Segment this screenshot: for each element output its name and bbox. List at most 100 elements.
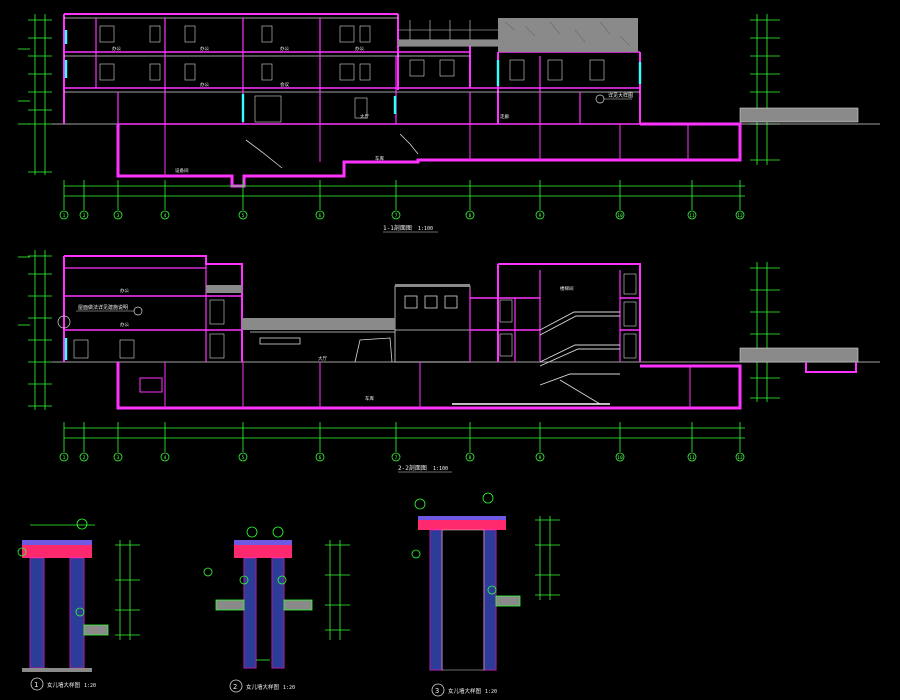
detail-1-scale: 1:20 (84, 683, 96, 689)
section-b-callout-text: 屋面做法详见建施说明 (78, 304, 128, 311)
detail-3-title: 女儿墙大样图 (448, 687, 482, 695)
section-a-basement-stair (245, 139, 283, 169)
section-a-callout-text: 详见大样图 (608, 92, 633, 99)
section-b-axis-label: 2 (83, 455, 86, 461)
section-b-axis-bubble (315, 452, 325, 462)
section-a-callout: 详见大样图 (595, 92, 633, 104)
section-a-axis-label: 9 (539, 213, 542, 219)
section-a-annex (739, 107, 859, 123)
section-b-roof-strip (206, 285, 242, 293)
section-a-room-label: 办公 (200, 81, 209, 88)
section-b-axis-bubble (160, 452, 170, 462)
section-a-axis-bubble (238, 210, 248, 220)
section-a-axis-bubble (79, 210, 89, 220)
section-a-room-label: 走廊 (500, 113, 509, 120)
section-a-basement-columns (164, 124, 689, 176)
section-b-mid-roof (395, 284, 470, 287)
section-b-axis-label: 3 (117, 455, 120, 461)
section-a-room-label: 大厅 (360, 113, 369, 120)
section-a-room-label: 办公 (112, 45, 121, 52)
section-a-axis-bubble (615, 210, 625, 220)
section-a-scale: 1:100 (418, 226, 433, 232)
section-b-right-block (469, 263, 641, 362)
section-a-roof-hatch-pattern (504, 21, 631, 47)
section-a-axis-label: 11 (689, 213, 695, 219)
section-b-room-label: 车库 (365, 395, 374, 402)
section-a-room-label: 办公 (200, 45, 209, 52)
section-b-axis-bubble (113, 452, 123, 462)
section-b-axis-bubble (535, 452, 545, 462)
section-a-axis-bubble (160, 210, 170, 220)
section-b-annex (739, 347, 859, 363)
section-a-room-label: 设备间 (175, 167, 189, 174)
section-b-room-label: 楼梯间 (560, 285, 574, 292)
section-a-basement-ramp (399, 133, 419, 155)
detail-2-marker: 2 (233, 683, 237, 691)
detail-1-title: 女儿墙大样图 (47, 681, 81, 689)
detail-1-marker: 1 (34, 681, 38, 689)
detail-1: 1 女儿墙大样图 1:20 (17, 518, 140, 691)
section-a-axis-bubble (465, 210, 475, 220)
section-a-canopy (398, 40, 498, 46)
section-a-dimension-chain (63, 180, 745, 210)
section-b-middle-block (250, 285, 471, 363)
section-a-room-label: 办公 (280, 45, 289, 52)
section-b-scale: 1:100 (433, 466, 448, 472)
section-b-windows (73, 273, 637, 359)
section-b-axis-bubble (59, 452, 69, 462)
section-b-axis-bubble (79, 452, 89, 462)
section-b-axis-label: 8 (469, 455, 472, 461)
section-a-glazing (64, 30, 642, 122)
section-a-room-labels: 办公办公办公办公办公会议大厅车库设备间走廊 (112, 45, 509, 174)
section-b-axis-label: 11 (689, 455, 695, 461)
section-b-basement-outline (116, 362, 742, 410)
detail-2-title: 女儿墙大样图 (246, 683, 280, 691)
section-b-axis-label: 6 (319, 455, 322, 461)
section-a-room-label: 办公 (355, 45, 364, 52)
section-b-callout: 屋面做法详见建施说明 (57, 304, 143, 329)
section-b-axis-bubble (391, 452, 401, 462)
section-a-room-label: 会议 (280, 81, 289, 88)
section-b-title: 2-2剖面图 (398, 464, 427, 472)
section-a-room-label: 车库 (375, 155, 384, 162)
section-a-axis-bubble (315, 210, 325, 220)
section-b-axis-label: 12 (737, 455, 743, 461)
section-b-axis-label: 7 (395, 455, 398, 461)
section-a-axis-label: 3 (117, 213, 120, 219)
section-b-axis-bubble (238, 452, 248, 462)
section-a-axis-bubble (113, 210, 123, 220)
section-b-room-label: 办公 (120, 287, 129, 294)
section-b-axis-bubble (735, 452, 745, 462)
section-a-left-elevation-ladder (18, 14, 52, 175)
section-b-roof-deck (242, 318, 395, 330)
section-a-axis-bubble (59, 210, 69, 220)
section-b-room-label: 大厅 (318, 355, 327, 362)
section-a-axis-label: 8 (469, 213, 472, 219)
section-b-axis-bubble (615, 452, 625, 462)
section-b-axis-bubble (465, 452, 475, 462)
section-b-stair-flights (539, 311, 620, 405)
section-b-basement-room (139, 377, 163, 393)
section-b-room-label: 办公 (120, 321, 129, 328)
section-a-axis-bubble (687, 210, 697, 220)
section-a-windows (99, 20, 605, 123)
section-b-axis-label: 1 (63, 455, 66, 461)
section-a-axis-label: 6 (319, 213, 322, 219)
section-b-axis-label: 5 (242, 455, 245, 461)
section-b-left-block (63, 255, 243, 362)
section-a-axis-bubble (391, 210, 401, 220)
section-b-axis-label: 9 (539, 455, 542, 461)
section-a-axis-label: 1 (63, 213, 66, 219)
section-b-axis-label: 4 (164, 455, 167, 461)
section-b-title-block: 2-2剖面图 1:100 (398, 464, 452, 473)
detail-2: 2 女儿墙大样图 1:20 (203, 526, 350, 693)
detail-2-scale: 1:20 (283, 685, 295, 691)
section-b-axis-bubble (687, 452, 697, 462)
section-b-axis-label: 10 (617, 455, 623, 461)
section-b-basement-columns (164, 362, 691, 408)
